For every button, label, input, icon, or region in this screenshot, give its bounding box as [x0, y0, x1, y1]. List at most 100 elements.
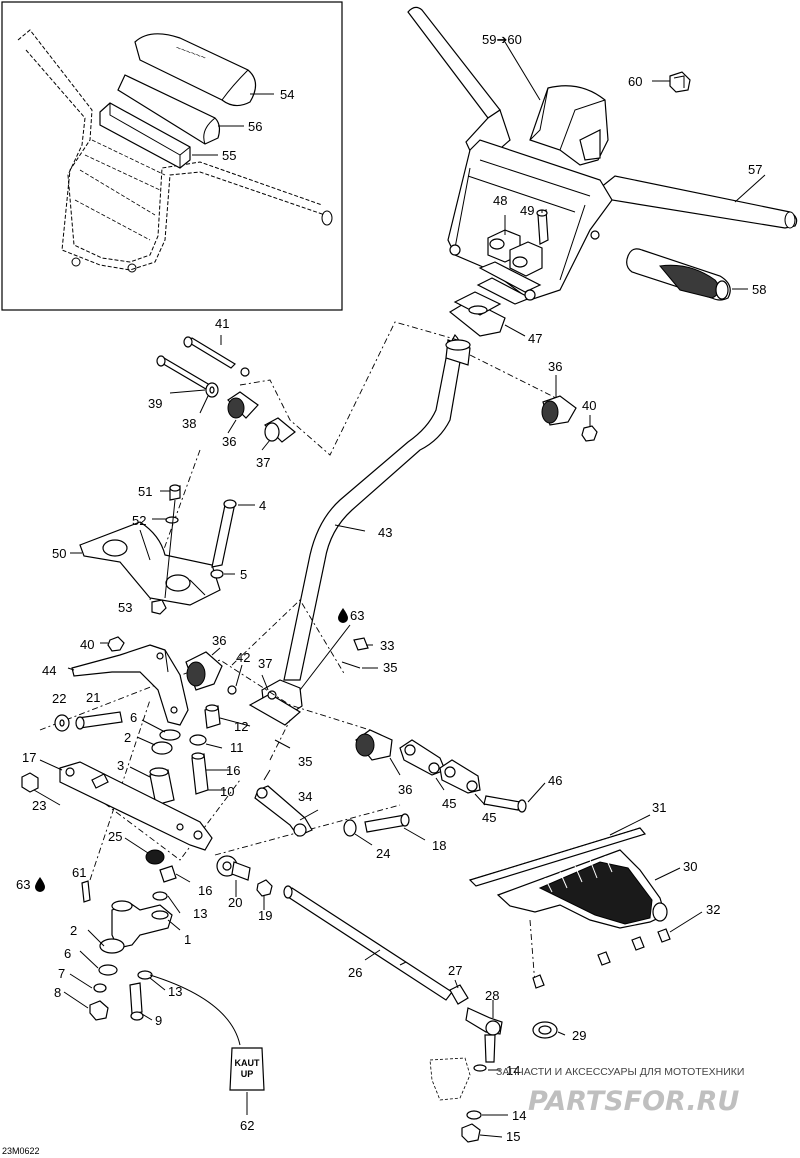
callout-label-8: 8: [54, 985, 61, 1000]
callout-labels: 54565559➔6060574849584741393836373640435…: [16, 32, 766, 1144]
callout-label-25: 25: [108, 829, 122, 844]
callout-label-36c: 36: [212, 633, 226, 648]
handlebar-assembly: [407, 6, 798, 337]
callout-label-18: 18: [432, 838, 446, 853]
callout-label-36d: 36: [398, 782, 412, 797]
lower-column-bushings: [129, 704, 251, 806]
callout-label-11: 11: [230, 740, 244, 755]
callout-label-62: 62: [240, 1118, 254, 1133]
callout-label-45a: 45: [442, 796, 456, 811]
callout-label-19: 19: [258, 908, 272, 923]
callout-label-51: 51: [138, 484, 152, 499]
callout-label-44: 44: [42, 663, 56, 678]
callout-label-52: 52: [132, 513, 146, 528]
callout-label-23: 23: [32, 798, 46, 813]
callout-label-55: 55: [222, 148, 236, 163]
callout-label-50: 50: [52, 546, 66, 561]
callout-label-42: 42: [236, 650, 250, 665]
callout-label-12: 12: [234, 719, 248, 734]
figure-code: 23M0622: [2, 1146, 40, 1156]
callout-label-58: 58: [752, 282, 766, 297]
callout-label-1: 1: [184, 932, 191, 947]
callout-label-21: 21: [86, 690, 100, 705]
callout-label-63b: 63: [16, 877, 30, 892]
callout-label-56: 56: [248, 119, 262, 134]
callout-label-28: 28: [485, 988, 499, 1003]
callout-label-54: 54: [280, 87, 294, 102]
callout-label-37a: 37: [256, 455, 270, 470]
callout-label-14a: 14: [506, 1063, 520, 1078]
pivot-bracket: [54, 636, 243, 732]
ski-leg-end: [429, 1000, 566, 1143]
watermark-tagline: ЗАПЧАСТИ И АКСЕССУАРЫ ДЛЯ МОТОТЕХНИКИ: [496, 1066, 744, 1078]
callout-label-47: 47: [528, 331, 542, 346]
callout-label-27: 27: [448, 963, 462, 978]
callout-label-37b: 37: [258, 656, 272, 671]
callout-label-61: 61: [72, 865, 86, 880]
callout-label-35b: 35: [298, 754, 312, 769]
callout-label-36a: 36: [222, 434, 236, 449]
bracket-plate: [70, 484, 255, 615]
callout-label-46: 46: [548, 773, 562, 788]
steering-arm: [63, 880, 181, 1021]
callout-label-15: 15: [506, 1129, 520, 1144]
callout-label-14b: 14: [512, 1108, 526, 1123]
callout-label-5: 5: [240, 567, 247, 582]
callout-label-40b: 40: [80, 637, 94, 652]
callout-label-6b: 6: [64, 946, 71, 961]
callout-label-6a: 6: [130, 710, 137, 725]
callout-label-53: 53: [118, 600, 132, 615]
callout-label-29: 29: [572, 1028, 586, 1043]
callout-label-20: 20: [228, 895, 242, 910]
callout-label-32: 32: [706, 902, 720, 917]
callout-label-17: 17: [22, 750, 36, 765]
callout-label-4: 4: [259, 498, 266, 513]
callout-label-35a: 35: [383, 660, 397, 675]
callout-label-2a: 2: [124, 730, 131, 745]
callout-label-30: 30: [683, 859, 697, 874]
callout-label-43: 43: [378, 525, 392, 540]
callout-label-41: 41: [215, 316, 229, 331]
callout-label-60: 60: [628, 74, 642, 89]
callout-label-2b: 2: [70, 923, 77, 938]
steering-column: [248, 334, 471, 726]
drag-link: [216, 739, 426, 910]
tag-line-2: UP: [241, 1069, 254, 1079]
kaut-up-tag: KAUT UP: [149, 974, 265, 1115]
callout-label-38: 38: [182, 416, 196, 431]
callout-label-9: 9: [155, 1013, 162, 1028]
callout-label-59: 59➔60: [482, 32, 522, 47]
inset-handlebar-padding: ~~~~~~: [1, 1, 343, 311]
callout-label-57: 57: [748, 162, 762, 177]
callout-label-16b: 16: [198, 883, 212, 898]
pitman-arm: [21, 759, 213, 883]
callout-label-49: 49: [520, 203, 534, 218]
callout-label-48: 48: [493, 193, 507, 208]
callout-label-36b: 36: [548, 359, 562, 374]
right-linkage: [355, 729, 546, 813]
callout-label-24: 24: [376, 846, 390, 861]
steering-boot: [468, 814, 703, 989]
callout-label-10: 10: [220, 784, 234, 799]
callout-label-7: 7: [58, 966, 65, 981]
callout-label-39: 39: [148, 396, 162, 411]
callout-label-34: 34: [298, 789, 312, 804]
callout-label-33: 33: [380, 638, 394, 653]
callout-label-45b: 45: [482, 810, 496, 825]
callout-label-63a: 63: [350, 608, 364, 623]
callout-label-3: 3: [117, 758, 124, 773]
callout-label-13b: 13: [168, 984, 182, 999]
column-fasteners: [156, 335, 598, 451]
callout-label-26: 26: [348, 965, 362, 980]
tag-line-1: KAUT: [235, 1058, 260, 1068]
callout-label-40a: 40: [582, 398, 596, 413]
callout-label-16a: 16: [226, 763, 240, 778]
callout-label-31: 31: [652, 800, 666, 815]
callout-label-22: 22: [52, 691, 66, 706]
oil-drop-icon: [35, 608, 348, 892]
watermark-logo: PARTSFOR.RU: [528, 1086, 739, 1117]
watermark: ЗАПЧАСТИ И АКСЕССУАРЫ ДЛЯ МОТОТЕХНИКИ PA…: [496, 1066, 744, 1117]
tie-rod: [283, 885, 469, 1005]
